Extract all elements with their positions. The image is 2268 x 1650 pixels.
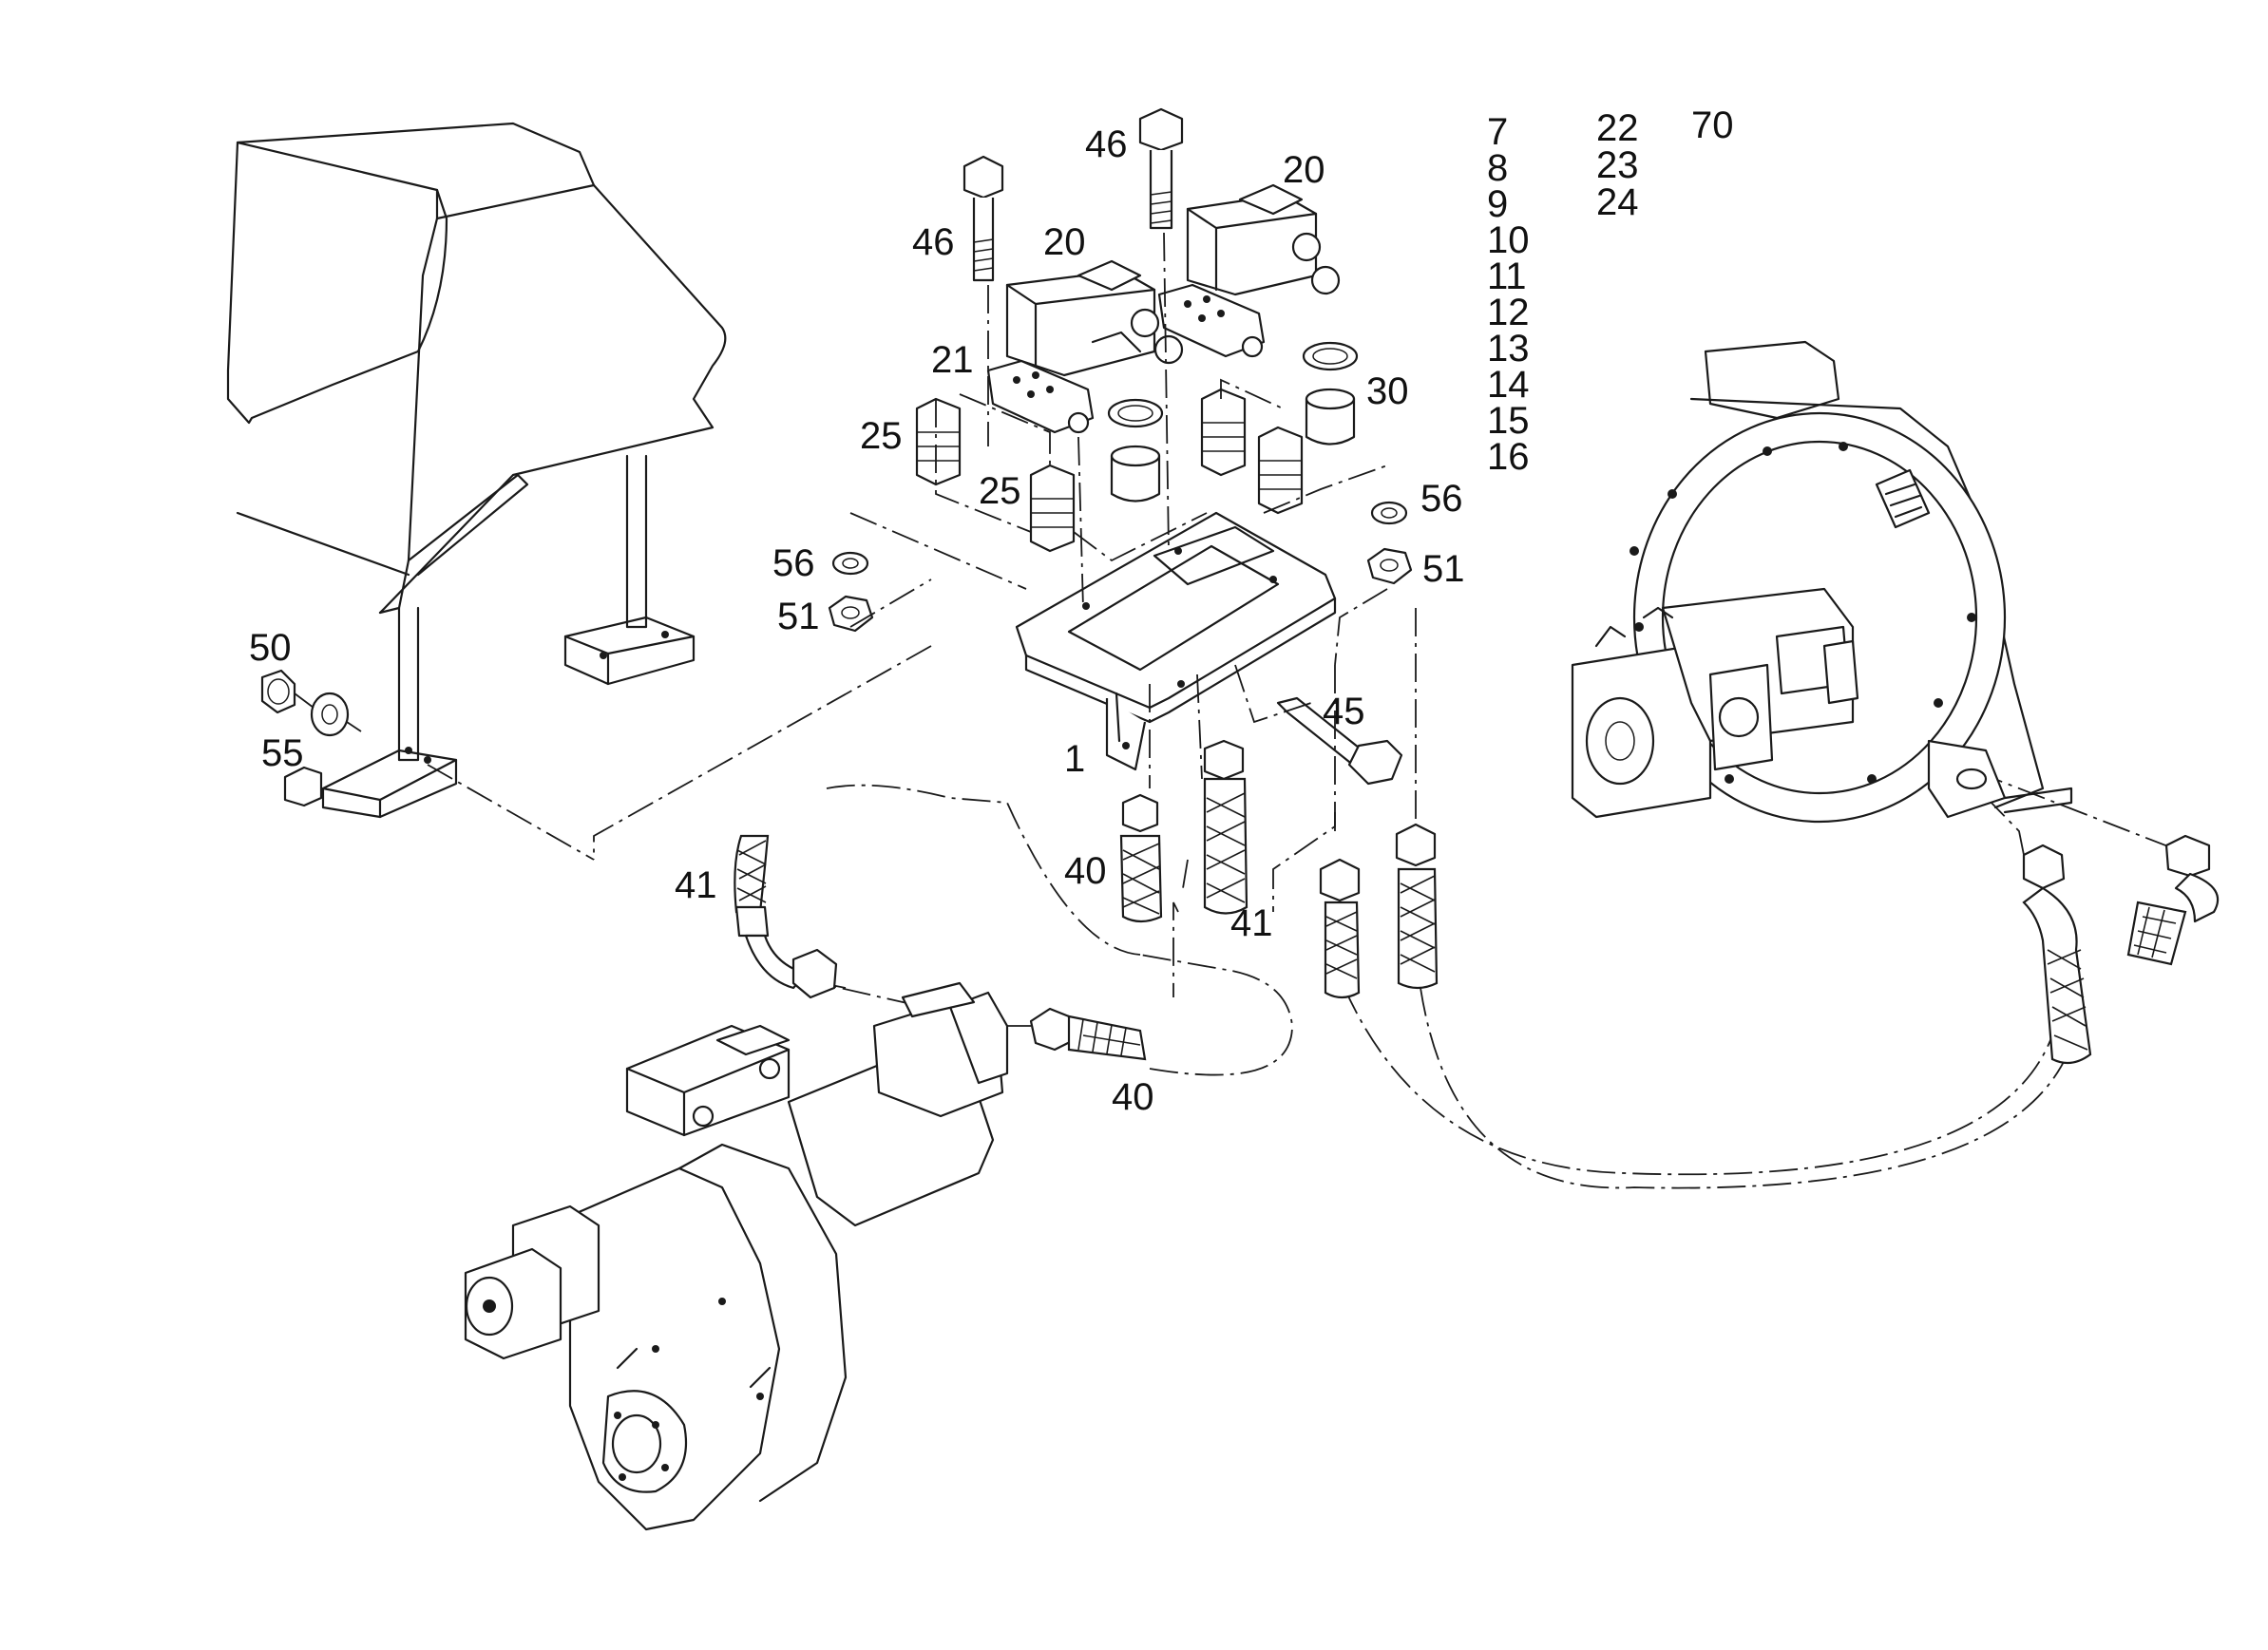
machine-frame	[226, 122, 727, 819]
callout-51-right: 51	[1422, 548, 1465, 590]
callout-25-left: 25	[860, 415, 903, 457]
callout-21: 21	[931, 339, 974, 381]
callout-41-center: 41	[1230, 902, 1273, 944]
variant-ref: 15	[1487, 400, 1530, 442]
callout-45: 45	[1323, 691, 1365, 732]
callout-40-lower: 40	[1112, 1076, 1154, 1118]
fitting-25-c	[1200, 388, 1247, 477]
hose-41-upper	[1203, 739, 1248, 915]
hose-right-elbow	[2022, 844, 2092, 1065]
callout-46-right: 46	[1085, 123, 1128, 165]
o-ring-30-lower	[1107, 398, 1164, 428]
variant-ref: 24	[1596, 181, 1639, 223]
callout-20-right: 20	[1283, 149, 1325, 191]
hose-41-elbow	[734, 834, 838, 999]
variant-ref: 14	[1487, 364, 1530, 406]
engine-assembly	[1571, 340, 2073, 824]
variant-ref: 9	[1487, 183, 1508, 225]
washer-56-right	[1370, 501, 1408, 525]
callout-41-left: 41	[675, 864, 717, 906]
plug-30-lower	[1110, 445, 1161, 503]
callout-56-right: 56	[1420, 478, 1463, 520]
hose-40-upper	[1119, 793, 1163, 923]
variant-ref: 10	[1487, 219, 1530, 261]
callout-55: 55	[261, 732, 304, 774]
callout-25-center: 25	[979, 470, 1021, 512]
o-ring-30-upper	[1302, 341, 1359, 371]
callout-46-left: 46	[912, 221, 955, 263]
subplate-21-right	[1157, 283, 1266, 358]
variant-column-1: 7 8 9 10 11 12 13 14 15 16	[1487, 111, 1530, 478]
washer-56-left	[831, 551, 869, 576]
washer-55	[310, 692, 350, 737]
subplate-21-left	[986, 359, 1095, 434]
variant-ref: 13	[1487, 328, 1530, 370]
variant-ref: 70	[1691, 104, 1734, 146]
solenoid-valve-20-left	[1005, 259, 1184, 377]
callout-51-left: 51	[777, 596, 820, 637]
callout-56-left: 56	[772, 542, 815, 584]
variant-ref: 8	[1487, 147, 1508, 189]
motor-gearbox-assembly	[464, 981, 1009, 1531]
callout-labels: 1 20 20 21 25 25 30 40 40 41 41 45 46 46…	[249, 123, 1465, 1118]
bolt-46-left	[962, 155, 1004, 282]
variant-ref: 22	[1596, 107, 1639, 149]
nut-50	[260, 669, 296, 714]
callout-30: 30	[1366, 370, 1409, 412]
variant-column-2: 22 23 24	[1596, 107, 1639, 223]
fitting-25-d	[1257, 426, 1304, 515]
variant-ref: 23	[1596, 144, 1639, 186]
hose-right-b	[1395, 823, 1439, 990]
fitting-25-b	[1029, 464, 1076, 553]
variant-column-3: 70	[1691, 104, 1734, 146]
nut-51-left	[828, 595, 874, 633]
variant-ref: 7	[1487, 111, 1508, 153]
hose-40-lower	[1029, 1007, 1147, 1061]
callout-50: 50	[249, 627, 292, 669]
hose-far-right	[2126, 834, 2220, 966]
mounting-plate	[1015, 511, 1337, 771]
variant-ref: 12	[1487, 292, 1530, 333]
variant-ref: 16	[1487, 436, 1530, 478]
plug-30-upper	[1305, 388, 1356, 446]
callout-1: 1	[1064, 738, 1085, 780]
nut-51-right	[1366, 547, 1413, 585]
callout-40-upper: 40	[1064, 850, 1107, 892]
callout-20-left: 20	[1043, 221, 1086, 263]
bolt-46-right	[1138, 107, 1184, 230]
variant-ref: 11	[1487, 256, 1527, 297]
fitting-25-a	[915, 397, 962, 486]
spacer-block	[283, 766, 323, 807]
hose-right-a	[1319, 858, 1361, 999]
solenoid-valve-20-right	[1186, 183, 1341, 296]
